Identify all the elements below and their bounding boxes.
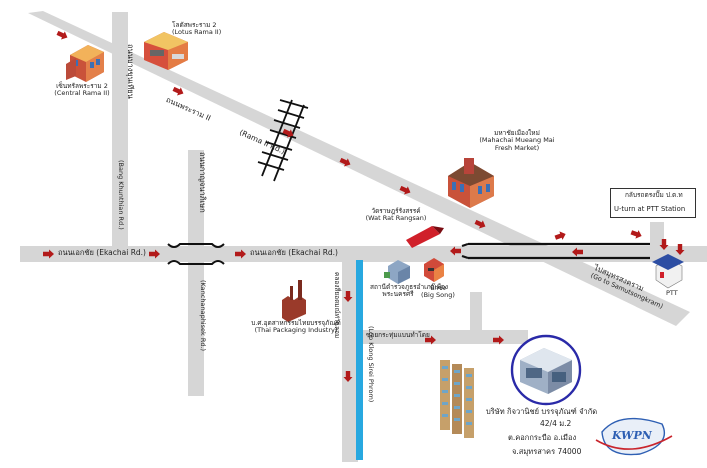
market-building-icon (448, 158, 494, 208)
canal (356, 260, 363, 460)
kanchanaphisek-en-label: (Kanchanaphisek Rd.) (199, 280, 207, 352)
company-side-road (358, 330, 528, 344)
kanchanaphisek-road (188, 150, 204, 396)
ptt-label: PTT (666, 289, 678, 297)
divided-section (461, 242, 650, 260)
direction-arrows (43, 28, 685, 382)
ekachai-left-label: ถนนเอกชัย (Ekachai Rd.) (58, 248, 146, 257)
bigsong-icon (424, 258, 444, 282)
kanchanaphisek-th-label: ถนนกาญจนาภิเษก (198, 152, 207, 213)
lotus-label: โลตัสพระราม 2 (Lotus Rama II) (172, 21, 222, 37)
bangkhunthian-th-label: ถนนบางขุนเทียน (126, 44, 135, 99)
company-addr3: จ.สมุทรสาคร 74000 (512, 447, 582, 456)
market-label: มหาชัยเมืองใหม่ (Mahachai Mueang Mai Fre… (479, 129, 555, 152)
canal-th-label: คลองสี่ยอดมณ์ท่าฉลอม (333, 272, 341, 339)
railway-crossing (257, 99, 309, 182)
ptt-road (650, 222, 664, 262)
police-station-icon (384, 260, 410, 284)
temple-marker-icon (406, 226, 444, 248)
lotus-building-icon (144, 32, 188, 70)
bangkhunthian-en-label: (Bang Khunthian Rd.) (117, 160, 125, 230)
gas-station-icon (652, 254, 684, 289)
bigsong-label: บิ๊กซ่ง (Big Song) (421, 284, 455, 300)
factory-label: บ.ศ.อุตสาหกรรมไทยบรรจุภัณฑ์ (Thai Packag… (251, 319, 341, 335)
kwpn-logo (595, 417, 673, 456)
central-label: เซ็นทรัลพระราม 2 (Central Rama II) (54, 82, 110, 98)
short-stub-road (470, 292, 482, 332)
company-name: บริษัท กิจวานิชย์ บรรจุภัณฑ์ จำกัด (486, 407, 598, 416)
wat-label: วัดราษฎร์รังสรรค์ (Wat Rat Rangsan) (365, 207, 427, 223)
apartment-blocks-icon (440, 360, 474, 438)
canal-side-road (342, 262, 358, 462)
kwpn-logo-text: KWPN (612, 429, 652, 442)
company-addr1: 42/4 ม.2 (540, 419, 572, 428)
uturn-callout: กลับรถตรงปั๊ม ป.ต.ท U-turn at PTT Statio… (610, 188, 696, 218)
roads (20, 11, 707, 462)
bangkhunthian-road (112, 12, 128, 252)
police-label: สถานีตำรวจภูธรอำเภอเมือง พระนครศรี (370, 283, 449, 299)
ekachai-mid-label: ถนนเอกชัย (Ekachai Rd.) (250, 248, 338, 257)
company-location-marker (510, 334, 582, 406)
company-addr2: ต.คอกกระบือ อ.เมือง (508, 433, 577, 442)
overpass (167, 243, 225, 265)
uturn-en: U-turn at PTT Station (614, 205, 686, 213)
uturn-th: กลับรถตรงปั๊ม ป.ต.ท (625, 191, 683, 199)
factory-icon (282, 280, 306, 322)
central-building-icon (66, 45, 104, 82)
side-road-label: ซอยกระทุ่มแบนทำโดย (366, 331, 430, 339)
